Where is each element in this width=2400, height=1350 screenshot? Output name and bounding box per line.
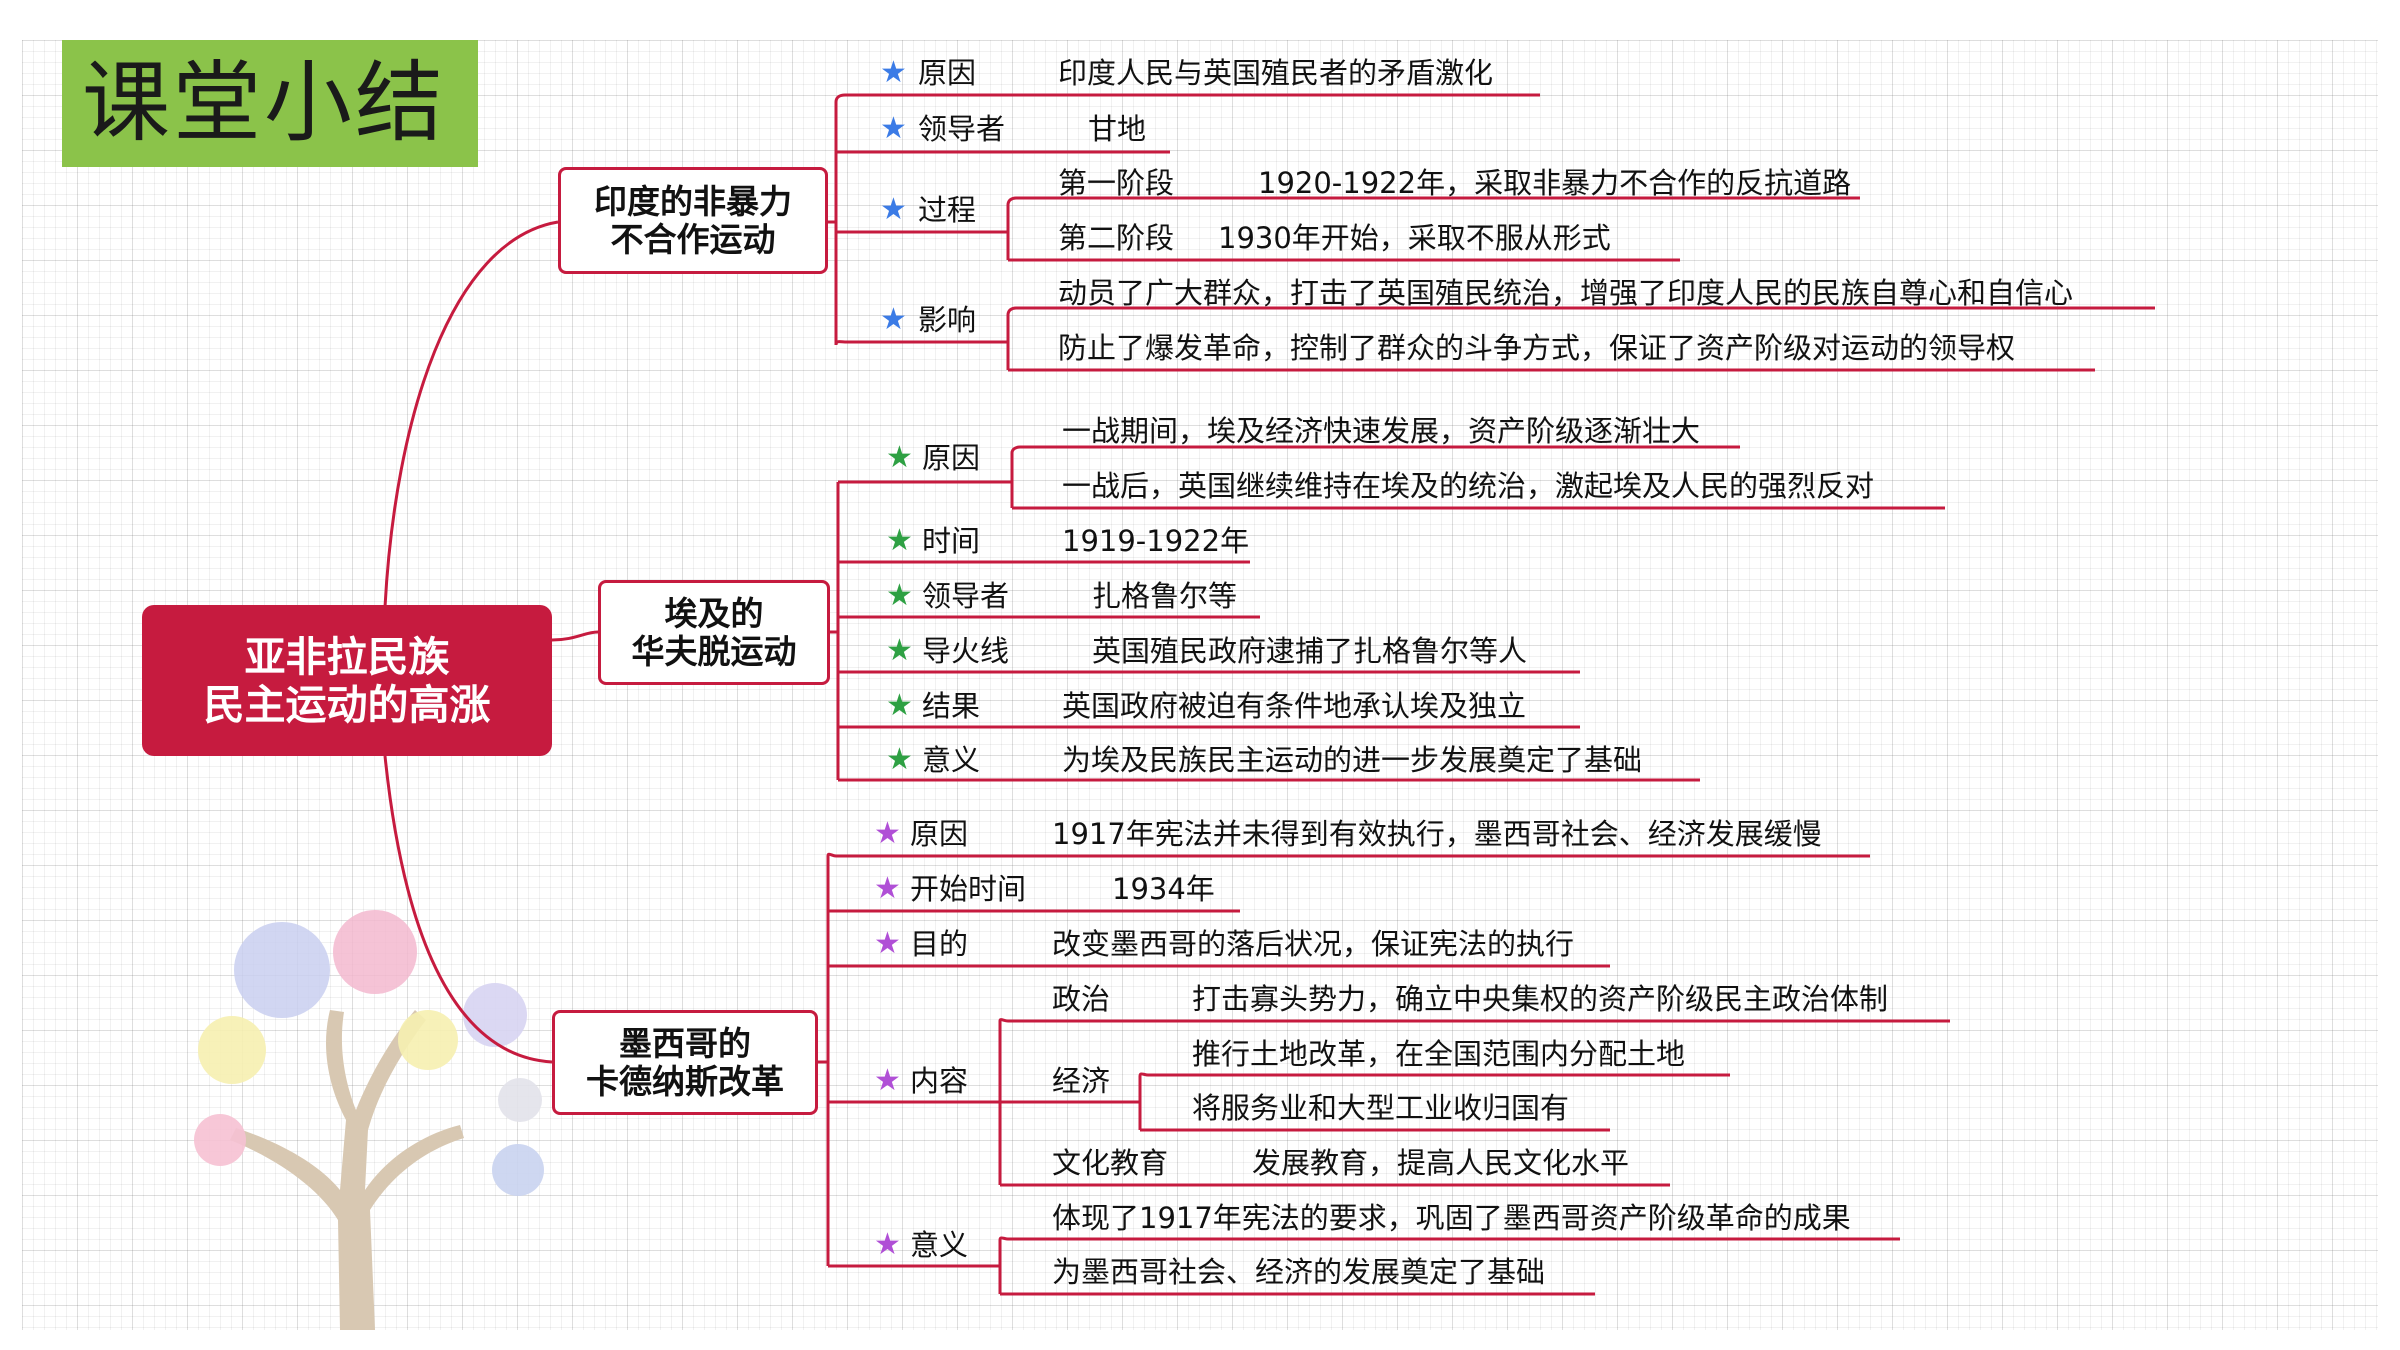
egypt-leader-text: 扎格鲁尔等 xyxy=(1092,579,1238,613)
star-icon: ★ xyxy=(880,302,907,337)
connector-central-egypt xyxy=(551,630,599,642)
star-icon: ★ xyxy=(886,578,913,613)
tree-bubble-yellow-2 xyxy=(398,1010,458,1070)
connector-central-india xyxy=(383,220,559,608)
egypt-significance-text: 为埃及民族民主运动的进一步发展奠定了基础 xyxy=(1062,743,1643,777)
slide-title: 课堂小结 xyxy=(82,51,447,154)
mexico-purpose-text: 改变墨西哥的落后状况，保证宪法的执行 xyxy=(1052,927,1575,961)
star-icon: ★ xyxy=(874,816,901,851)
title-badge: 课堂小结 xyxy=(62,40,478,167)
mexico-significance-label: 意义 xyxy=(910,1228,969,1262)
star-icon: ★ xyxy=(886,523,913,558)
underline-mexico-significance1 xyxy=(998,1236,1900,1241)
egypt-trigger-label: 导火线 xyxy=(922,634,1010,668)
mexico-start-text: 1934年 xyxy=(1112,872,1215,906)
star-icon: ★ xyxy=(874,1227,901,1262)
tree-bubble-gray xyxy=(498,1078,542,1122)
egypt-result-text: 英国政府被迫有条件地承认埃及独立 xyxy=(1062,689,1527,723)
tree-bubble-pink-2 xyxy=(194,1114,246,1166)
india-impact-line2: 防止了爆发革命，控制了群众的斗争方式，保证了资产阶级对运动的领导权 xyxy=(1058,331,2016,365)
india-process-label: 过程 xyxy=(918,193,977,227)
star-icon: ★ xyxy=(886,440,913,475)
star-icon: ★ xyxy=(874,1063,901,1098)
mexico-significance-line2: 为墨西哥社会、经济的发展奠定了基础 xyxy=(1052,1255,1546,1289)
mexico-culture-text: 发展教育，提高人民文化水平 xyxy=(1252,1146,1630,1180)
underline-mexico-politics xyxy=(998,1018,1950,1023)
topic-egypt: 埃及的 华夫脱运动 xyxy=(598,580,830,685)
underline-mexico-economy1 xyxy=(1138,1072,1730,1077)
tree-trunk xyxy=(230,1010,464,1330)
egypt-time-text: 1919-1922年 xyxy=(1062,524,1250,558)
india-stage1-text: 1920-1922年，采取非暴力不合作的反抗道路 xyxy=(1258,166,1852,200)
mexico-politics-text: 打击寡头势力，确立中央集权的资产阶级民主政治体制 xyxy=(1192,982,1889,1016)
central-topic-line2: 民主运动的高涨 xyxy=(203,680,491,729)
star-icon: ★ xyxy=(874,871,901,906)
mexico-purpose-label: 目的 xyxy=(910,927,969,961)
mexico-content-label: 内容 xyxy=(910,1064,969,1098)
star-icon: ★ xyxy=(886,688,913,723)
star-icon: ★ xyxy=(886,633,913,668)
connector-central-mexico xyxy=(383,755,553,1064)
underline-india-stage1 xyxy=(1006,196,1860,206)
india-leader-label: 领导者 xyxy=(918,112,1006,146)
india-leader-text: 甘地 xyxy=(1088,112,1147,146)
mexico-politics-label: 政治 xyxy=(1052,982,1111,1016)
india-stage2-label: 第二阶段 xyxy=(1058,221,1175,255)
egypt-trigger-text: 英国殖民政府逮捕了扎格鲁尔等人 xyxy=(1092,634,1528,668)
india-cause-text: 印度人民与英国殖民者的矛盾激化 xyxy=(1058,56,1494,90)
topic-mexico-line2: 卡德纳斯改革 xyxy=(586,1061,784,1101)
egypt-cause-label: 原因 xyxy=(922,441,981,475)
egypt-result-label: 结果 xyxy=(922,689,981,723)
egypt-cause-line2: 一战后，英国继续维持在埃及的统治，激起埃及人民的强烈反对 xyxy=(1062,469,1875,503)
central-topic: 亚非拉民族 民主运动的高涨 xyxy=(142,605,552,756)
india-stage2-text: 1930年开始，采取不服从形式 xyxy=(1218,221,1611,255)
tree-bubble-yellow xyxy=(198,1016,266,1084)
india-impact-line1: 动员了广大群众，打击了英国殖民统治，增强了印度人民的民族自尊心和自信心 xyxy=(1058,276,2074,310)
egypt-leader-label: 领导者 xyxy=(922,579,1010,613)
tree-bubble-blue xyxy=(234,922,330,1018)
topic-india-line2: 不合作运动 xyxy=(610,219,776,259)
topic-mexico: 墨西哥的 卡德纳斯改革 xyxy=(552,1010,818,1115)
star-icon: ★ xyxy=(886,742,913,777)
topic-egypt-line1: 埃及的 xyxy=(664,593,764,633)
mexico-economy-line1: 推行土地改革，在全国范围内分配土地 xyxy=(1192,1037,1686,1071)
tree-bubble-blue-2 xyxy=(492,1144,544,1196)
star-icon: ★ xyxy=(874,926,901,961)
egypt-time-label: 时间 xyxy=(922,524,981,558)
mexico-economy-label: 经济 xyxy=(1052,1064,1111,1098)
topic-india: 印度的非暴力 不合作运动 xyxy=(558,167,828,274)
india-impact-label: 影响 xyxy=(918,303,977,337)
mexico-cause-text: 1917年宪法并未得到有效执行，墨西哥社会、经济发展缓慢 xyxy=(1052,817,1822,851)
underline-india-impact xyxy=(834,340,1008,346)
underline-mexico-cause xyxy=(826,852,1870,858)
central-topic-line1: 亚非拉民族 xyxy=(244,632,450,681)
egypt-significance-label: 意义 xyxy=(922,743,981,777)
underline-india-cause xyxy=(834,93,1540,103)
topic-mexico-line1: 墨西哥的 xyxy=(619,1023,751,1063)
underline-egypt-cause1 xyxy=(1010,445,1740,454)
tree-bubble-pink xyxy=(333,910,417,994)
star-icon: ★ xyxy=(880,111,907,146)
star-icon: ★ xyxy=(880,55,907,90)
egypt-cause-line1: 一战期间，埃及经济快速发展，资产阶级逐渐壮大 xyxy=(1062,414,1701,448)
mexico-economy-line2: 将服务业和大型工业收归国有 xyxy=(1192,1091,1570,1125)
underline-india-impact1 xyxy=(1006,306,2155,316)
topic-egypt-line2: 华夫脱运动 xyxy=(631,631,797,671)
mexico-significance-line1: 体现了1917年宪法的要求，巩固了墨西哥资产阶级革命的成果 xyxy=(1052,1201,1851,1235)
mexico-cause-label: 原因 xyxy=(910,817,969,851)
india-cause-label: 原因 xyxy=(918,56,977,90)
star-icon: ★ xyxy=(880,192,907,227)
india-stage1-label: 第一阶段 xyxy=(1058,166,1175,200)
mexico-start-label: 开始时间 xyxy=(910,872,1027,906)
topic-india-line1: 印度的非暴力 xyxy=(594,181,792,221)
mexico-culture-label: 文化教育 xyxy=(1052,1146,1169,1180)
